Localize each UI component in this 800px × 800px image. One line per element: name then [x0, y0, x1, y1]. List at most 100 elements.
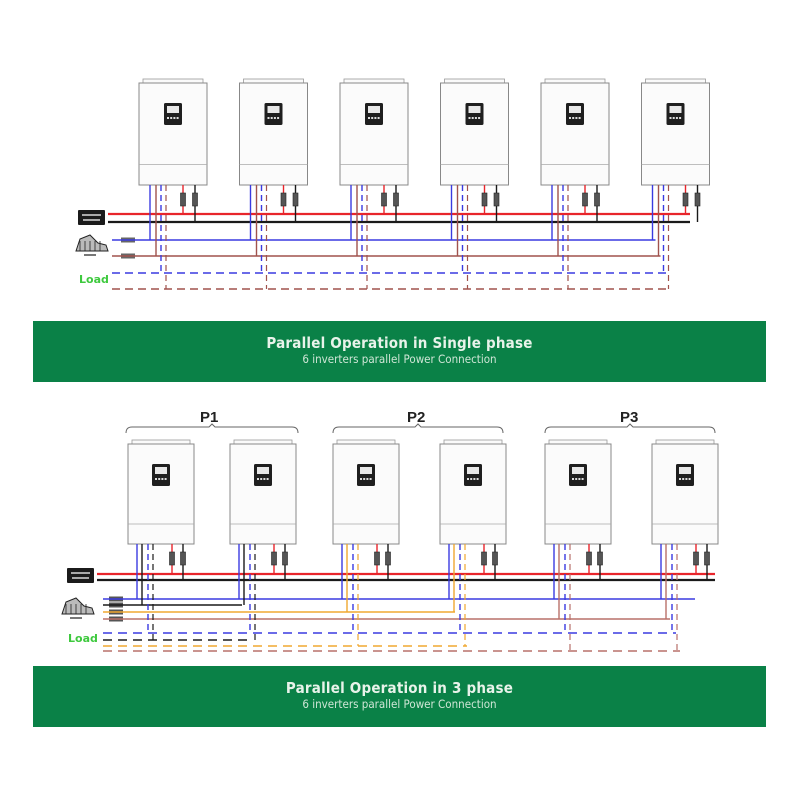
- fuse-icon: [381, 192, 387, 207]
- fuse-icon: [282, 551, 288, 566]
- three-phase-load-label: Load: [68, 632, 98, 645]
- three-phase-banner-title: Parallel Operation in 3 phase: [285, 679, 514, 697]
- inverter-button-icon: [578, 117, 581, 119]
- group-bracket-p1: [125, 423, 299, 434]
- inverter-button-icon: [267, 117, 270, 119]
- inverter-3: [332, 439, 400, 545]
- grid-building-shape: [75, 234, 109, 252]
- inverter-button-icon: [679, 117, 682, 119]
- battery-body: [67, 568, 94, 583]
- utility-grid-icon: [75, 234, 109, 256]
- inverter-button-icon: [471, 117, 474, 119]
- fuse-icon: [271, 551, 277, 566]
- group-label-p3: P3: [620, 409, 639, 426]
- inverter-button-icon: [688, 478, 691, 480]
- inverter-body: [239, 82, 308, 186]
- inverter-lcd-screen: [368, 106, 380, 113]
- group-label-p2: P2: [407, 409, 426, 426]
- fuse-icon: [594, 192, 600, 207]
- fuse-icon: [704, 551, 710, 566]
- fuse-icon: [481, 551, 487, 566]
- inverter-button-icon: [363, 478, 366, 480]
- inverter-button-icon: [581, 478, 584, 480]
- inverter-3: [339, 78, 409, 186]
- inverter-button-icon: [672, 117, 675, 119]
- inverter-button-icon: [273, 117, 276, 119]
- fuse-icon: [292, 192, 299, 207]
- inverter-button-icon: [369, 478, 372, 480]
- inverter-body: [127, 443, 195, 545]
- inverter-body: [439, 443, 507, 545]
- inverter-4: [440, 78, 509, 186]
- single-phase-banner-subtitle: 6 inverters parallel Power Connection: [302, 352, 497, 366]
- inverter-button-icon: [173, 117, 176, 119]
- inverter-body: [339, 82, 409, 186]
- fuse-icon: [280, 192, 287, 207]
- inverter-button-icon: [572, 117, 575, 119]
- inverter-button-icon: [371, 117, 374, 119]
- inverter-button-icon: [263, 478, 266, 480]
- inverter-button-icon: [260, 478, 263, 480]
- inverter-button-icon: [161, 478, 164, 480]
- inverter-lcd-screen: [468, 106, 481, 113]
- fuse-icon: [582, 192, 588, 207]
- fuse-icon: [481, 192, 488, 207]
- inverter-button-icon: [270, 117, 273, 119]
- inverter-button-icon: [572, 478, 574, 480]
- fuse-icon: [597, 551, 603, 566]
- battery-body: [78, 210, 105, 225]
- inverter-button-icon: [467, 478, 469, 480]
- fuse-icon: [694, 192, 701, 207]
- inverter-button-icon: [277, 117, 280, 119]
- battery-label: [72, 577, 89, 579]
- inverter-2: [239, 78, 308, 186]
- battery-label: [71, 572, 90, 574]
- inverter-lcd-screen: [360, 467, 372, 474]
- fuse-icon: [586, 551, 592, 566]
- inverter-body: [332, 443, 400, 545]
- fuse-icon: [169, 551, 175, 566]
- inverter-button-icon: [685, 478, 688, 480]
- inverter-button-icon: [366, 478, 369, 480]
- inverter-2: [229, 439, 297, 545]
- inverter-lcd-screen: [167, 106, 179, 113]
- fuse-icon: [493, 192, 500, 207]
- inverter-1: [138, 78, 208, 186]
- fuse-icon: [393, 192, 399, 207]
- inverter-button-icon: [170, 117, 173, 119]
- inverter-lcd-screen: [155, 467, 167, 474]
- inverter-button-icon: [478, 117, 481, 119]
- fuse-icon: [180, 551, 186, 566]
- inverter-body: [540, 82, 610, 186]
- inverter-button-icon: [374, 117, 377, 119]
- inverter-body: [651, 443, 719, 545]
- grid-building-shape: [61, 597, 95, 615]
- inverter-button-icon: [575, 117, 578, 119]
- single-phase-load-label: Load: [79, 273, 109, 286]
- inverter-6: [641, 78, 710, 186]
- inverter-button-icon: [377, 117, 380, 119]
- inverter-body: [544, 443, 612, 545]
- inverter-body: [641, 82, 710, 186]
- inverter-body: [440, 82, 509, 186]
- inverter-button-icon: [682, 478, 685, 480]
- inverter-button-icon: [368, 117, 370, 119]
- fuse-icon: [374, 551, 380, 566]
- fuse-icon: [180, 192, 186, 207]
- battery-icon: [67, 568, 94, 583]
- inverter-body: [229, 443, 297, 545]
- inverter-5: [540, 78, 610, 186]
- single-phase-banner-title: Parallel Operation in Single phase: [266, 334, 533, 352]
- group-label-p1: P1: [200, 409, 219, 426]
- battery-label: [83, 219, 100, 221]
- fuse-icon: [385, 551, 391, 566]
- inverter-button-icon: [474, 117, 477, 119]
- fuse-icon: [693, 551, 699, 566]
- three-phase-banner: Parallel Operation in 3 phase 6 inverter…: [33, 666, 766, 727]
- inverter-button-icon: [578, 478, 581, 480]
- inverter-button-icon: [257, 478, 259, 480]
- group-bracket-p2: [332, 423, 504, 434]
- inverter-button-icon: [155, 478, 157, 480]
- inverter-button-icon: [176, 117, 179, 119]
- inverter-button-icon: [266, 478, 269, 480]
